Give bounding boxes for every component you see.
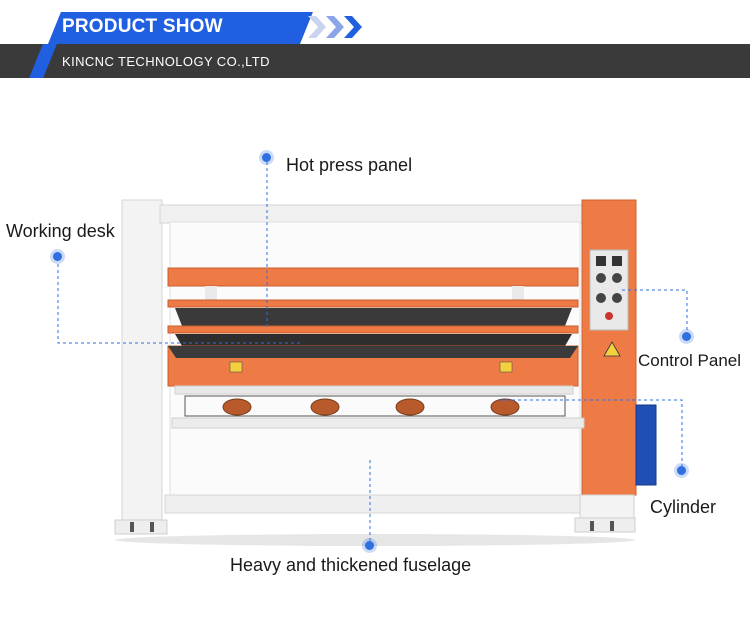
callout-dot-cylinder bbox=[677, 466, 686, 475]
header-subtitle-bar bbox=[0, 44, 750, 78]
label-control-panel: Control Panel bbox=[638, 351, 742, 370]
triple-chevron-right-icon bbox=[308, 16, 362, 38]
callout-dot-working-desk bbox=[53, 252, 62, 261]
callout-dot-hot-press bbox=[262, 153, 271, 162]
company-name: KINCNC TECHNOLOGY CO.,LTD bbox=[62, 54, 270, 69]
header-banner: PRODUCT SHOW KINCNC TECHNOLOGY CO.,LTD bbox=[0, 0, 750, 90]
label-working-desk: Working desk bbox=[6, 221, 115, 241]
label-fuselage: Heavy and thickened fuselage bbox=[230, 555, 472, 575]
page-title: PRODUCT SHOW bbox=[62, 16, 223, 37]
callout-dot-fuselage bbox=[365, 541, 374, 550]
label-cylinder: Cylinder bbox=[650, 497, 717, 517]
label-hot-press-panel: Hot press panel bbox=[286, 155, 413, 175]
callout-dot-control-panel bbox=[682, 332, 691, 341]
